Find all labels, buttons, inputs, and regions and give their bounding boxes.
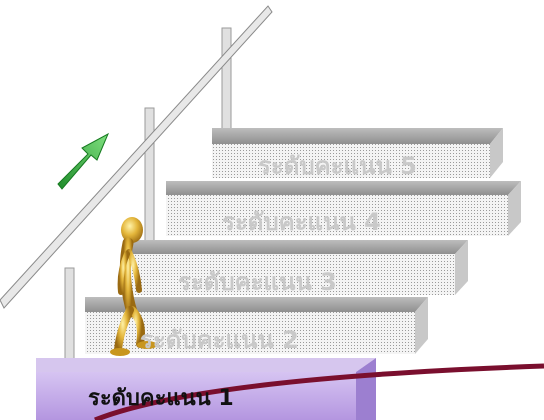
step-3-label: ระดับคะแนน 3 bbox=[178, 262, 337, 301]
step-4-label: ระดับคะแนน 4 bbox=[222, 202, 381, 241]
step-2-label: ระดับคะแนน 2 bbox=[140, 320, 299, 359]
step-5-label: ระดับคะแนน 5 bbox=[258, 146, 417, 185]
step-1-label: ระดับคะแนน 1 bbox=[88, 380, 234, 415]
up-arrow-icon bbox=[58, 134, 108, 189]
